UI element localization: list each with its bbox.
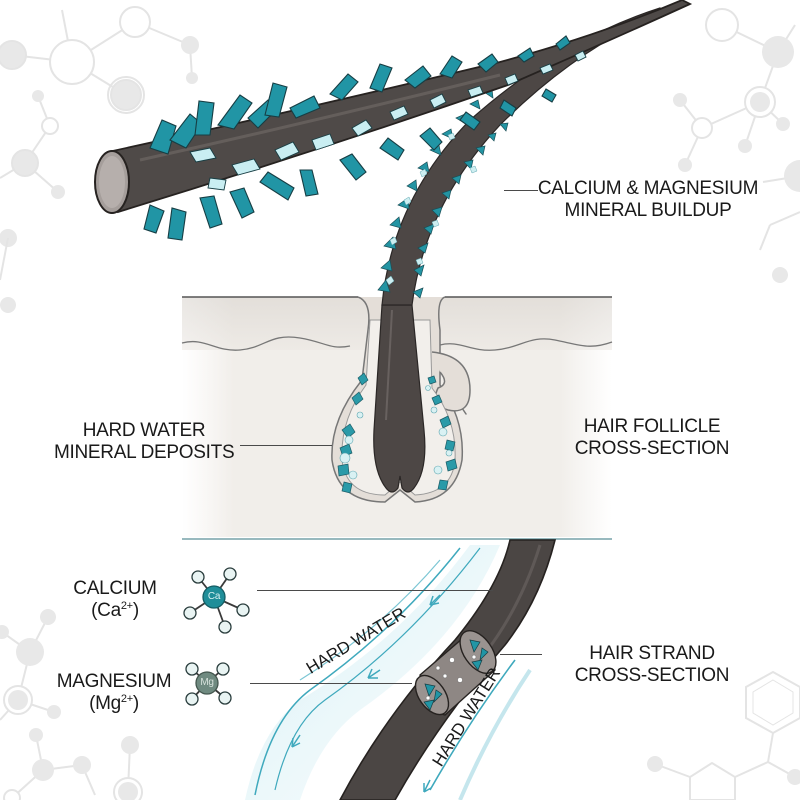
label-mineral-deposits: HARD WATER MINERAL DEPOSITS <box>54 420 235 463</box>
label-mineral-buildup: CALCIUM & MAGNESIUM MINERAL BUILDUP <box>537 178 759 221</box>
calcium-molecule-icon <box>183 567 250 634</box>
magnesium-molecule-icon <box>185 662 232 706</box>
skin-cross-section <box>181 296 613 537</box>
leader-line-hair-strand <box>500 654 542 655</box>
leader-line-calcium <box>257 590 493 591</box>
leader-line-mineral-deposits <box>240 445 332 446</box>
crystal-covered-hair-closeup <box>94 0 693 241</box>
molecule-background-decoration <box>0 6 800 800</box>
label-hair-strand: HAIR STRAND CROSS-SECTION <box>574 643 730 686</box>
label-hair-follicle: HAIR FOLLICLE CROSS-SECTION <box>574 416 730 459</box>
leader-line-magnesium <box>250 683 412 684</box>
calcium-formula: (Ca2+) <box>91 600 139 621</box>
label-magnesium: MAGNESIUM (Mg2+) <box>52 671 176 715</box>
strand-cut-section <box>414 630 497 716</box>
hair-shaft-with-buildup <box>377 7 663 306</box>
leader-line-mineral-buildup <box>504 190 538 191</box>
label-calcium: CALCIUM (Ca2+) <box>60 578 170 622</box>
magnesium-atom-symbol: Mg <box>200 677 214 688</box>
calcium-atom-symbol: Ca <box>207 591 221 602</box>
hair-strand-water-flow <box>245 539 557 800</box>
magnesium-formula: (Mg2+) <box>89 693 139 714</box>
